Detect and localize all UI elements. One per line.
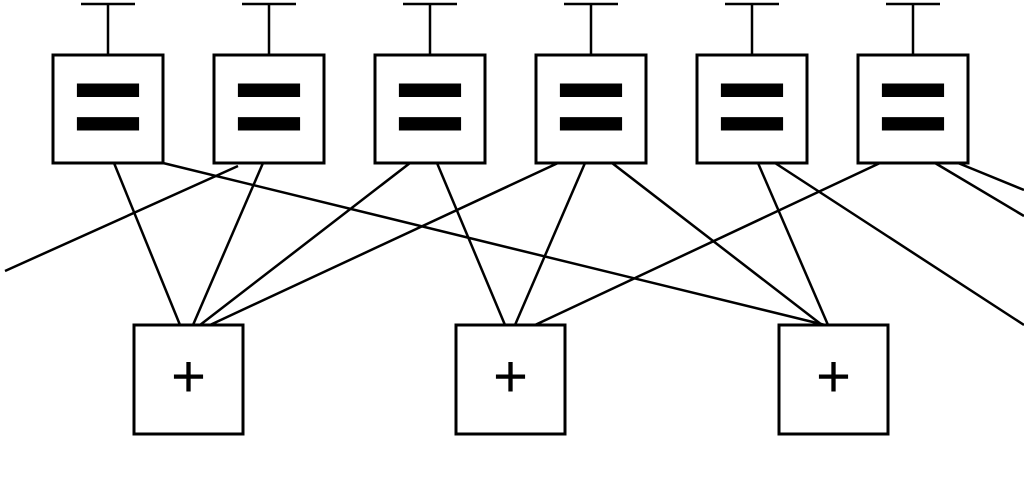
graph-edge [112,162,182,326]
graph-edge [756,162,830,326]
equality-node: = [51,37,165,175]
variable-stub [725,2,779,55]
equality-node: = [534,37,648,175]
graph-edges [4,161,1024,327]
graph-edge [191,162,265,326]
equality-node-box [695,53,809,165]
graph-edge [4,164,239,273]
equality-node: = [373,37,487,175]
graph-edge [957,161,1024,192]
graph-edge [435,162,507,326]
parity-check-node: + [132,323,245,436]
graph-edge [513,162,587,326]
plus-symbol: + [816,343,851,410]
equality-node-box [534,53,648,165]
equality-node-box [373,53,487,165]
variable-stub [242,2,296,55]
equality-node: = [695,37,809,175]
equality-symbol: = [72,37,144,175]
graph-edge [162,161,826,327]
graph-edge [774,161,1024,327]
graph-edge [934,161,1024,218]
plus-symbol: + [493,343,528,410]
parity-check-box [777,323,890,436]
equality-symbol: = [716,37,788,175]
equality-symbol: = [555,37,627,175]
parity-check-node: + [454,323,567,436]
variable-stub [886,2,940,55]
parity-check-box [454,323,567,436]
equality-symbol: = [877,37,949,175]
equality-symbol: = [394,37,466,175]
variable-stub [81,2,135,55]
graph-edge [611,162,823,326]
equality-symbol: = [233,37,305,175]
equality-node-box [51,53,165,165]
variable-stub [564,2,618,55]
parity-check-node: + [777,323,890,436]
check-nodes: + + + [132,323,890,436]
equality-node: = [212,37,326,175]
graph-edge [209,161,559,327]
equality-node: = [856,37,970,175]
equality-node-box [212,53,326,165]
parity-check-box [132,323,245,436]
variable-stubs [81,2,940,55]
plus-symbol: + [171,343,206,410]
graph-edge [199,162,411,326]
variable-stub [403,2,457,55]
equality-node-box [856,53,970,165]
variable-nodes: = = = = = = [51,37,970,175]
graph-edge [534,161,881,327]
